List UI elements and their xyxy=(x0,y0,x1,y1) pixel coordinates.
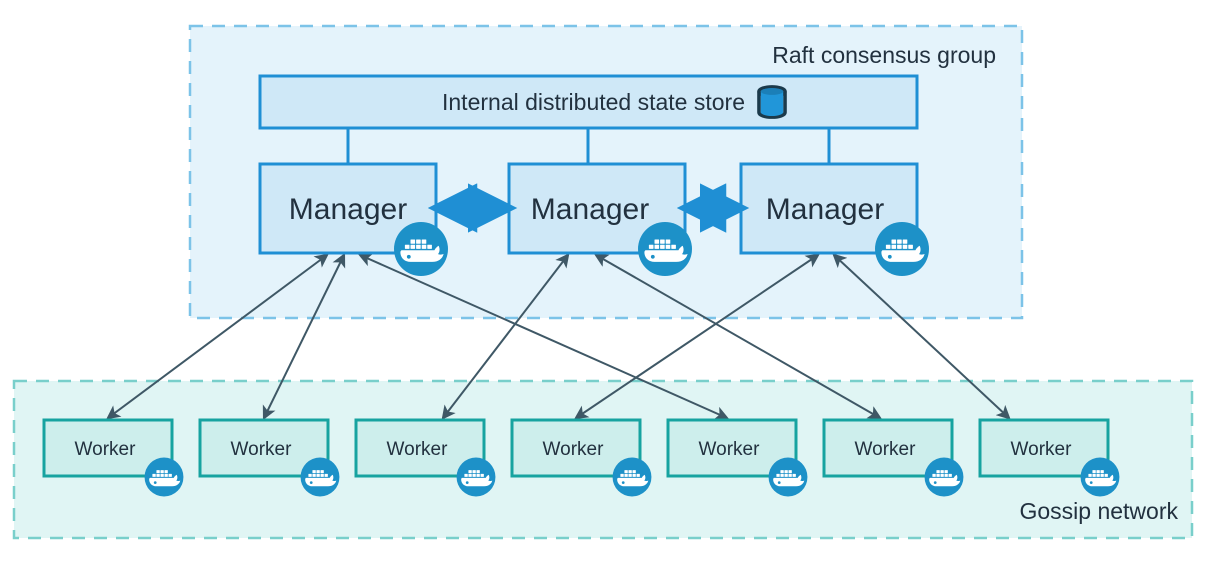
docker-whale-icon xyxy=(924,457,964,497)
worker-2-box[interactable] xyxy=(198,418,330,478)
link-manager-1-worker-2 xyxy=(262,252,346,421)
worker-6-label: Worker xyxy=(855,439,917,460)
worker-5-label: Worker xyxy=(699,439,761,460)
docker-whale-icon xyxy=(1080,457,1120,497)
worker-1-label: Worker xyxy=(75,439,137,460)
manager-node-1[interactable]: Manager xyxy=(258,162,448,276)
docker-whale-icon xyxy=(144,457,184,497)
manager-node-3[interactable]: Manager xyxy=(739,162,929,276)
worker-node-1[interactable]: Worker xyxy=(42,418,184,497)
worker-node-3[interactable]: Worker xyxy=(354,418,496,497)
worker-node-2[interactable]: Worker xyxy=(198,418,340,497)
link-manager-3-worker-7 xyxy=(832,253,1011,420)
worker-node-5[interactable]: Worker xyxy=(666,418,808,497)
worker-node-7[interactable]: Worker xyxy=(978,418,1120,497)
worker-2-label: Worker xyxy=(231,439,293,460)
state-store-box[interactable] xyxy=(258,74,919,130)
docker-whale-icon xyxy=(875,222,929,276)
state-store-label: Internal distributed state store xyxy=(442,89,745,115)
link-manager-2-worker-3 xyxy=(441,253,570,420)
worker-4-label: Worker xyxy=(543,439,605,460)
store-link-layer xyxy=(346,128,831,166)
gossip-group-label: Gossip network xyxy=(1019,498,1178,524)
docker-whale-icon xyxy=(300,457,340,497)
link-manager-3-worker-4 xyxy=(574,253,820,420)
docker-whale-icon xyxy=(394,222,448,276)
worker-7-label: Worker xyxy=(1011,439,1073,460)
manager-1-label: Manager xyxy=(289,193,407,226)
docker-whale-icon xyxy=(638,222,692,276)
worker-node-6[interactable]: Worker xyxy=(822,418,964,497)
docker-whale-icon xyxy=(456,457,496,497)
worker-node-4[interactable]: Worker xyxy=(510,418,652,497)
docker-whale-icon xyxy=(612,457,652,497)
manager-2-label: Manager xyxy=(531,193,649,226)
docker-whale-icon xyxy=(768,457,808,497)
internal-state-store-node[interactable]: Internal distributed state store xyxy=(258,74,919,130)
manager-3-label: Manager xyxy=(766,193,884,226)
node-link-layer xyxy=(106,252,1011,421)
worker-3-label: Worker xyxy=(387,439,449,460)
database-cylinder-icon xyxy=(757,85,787,119)
raft-group-label: Raft consensus group xyxy=(772,42,996,68)
